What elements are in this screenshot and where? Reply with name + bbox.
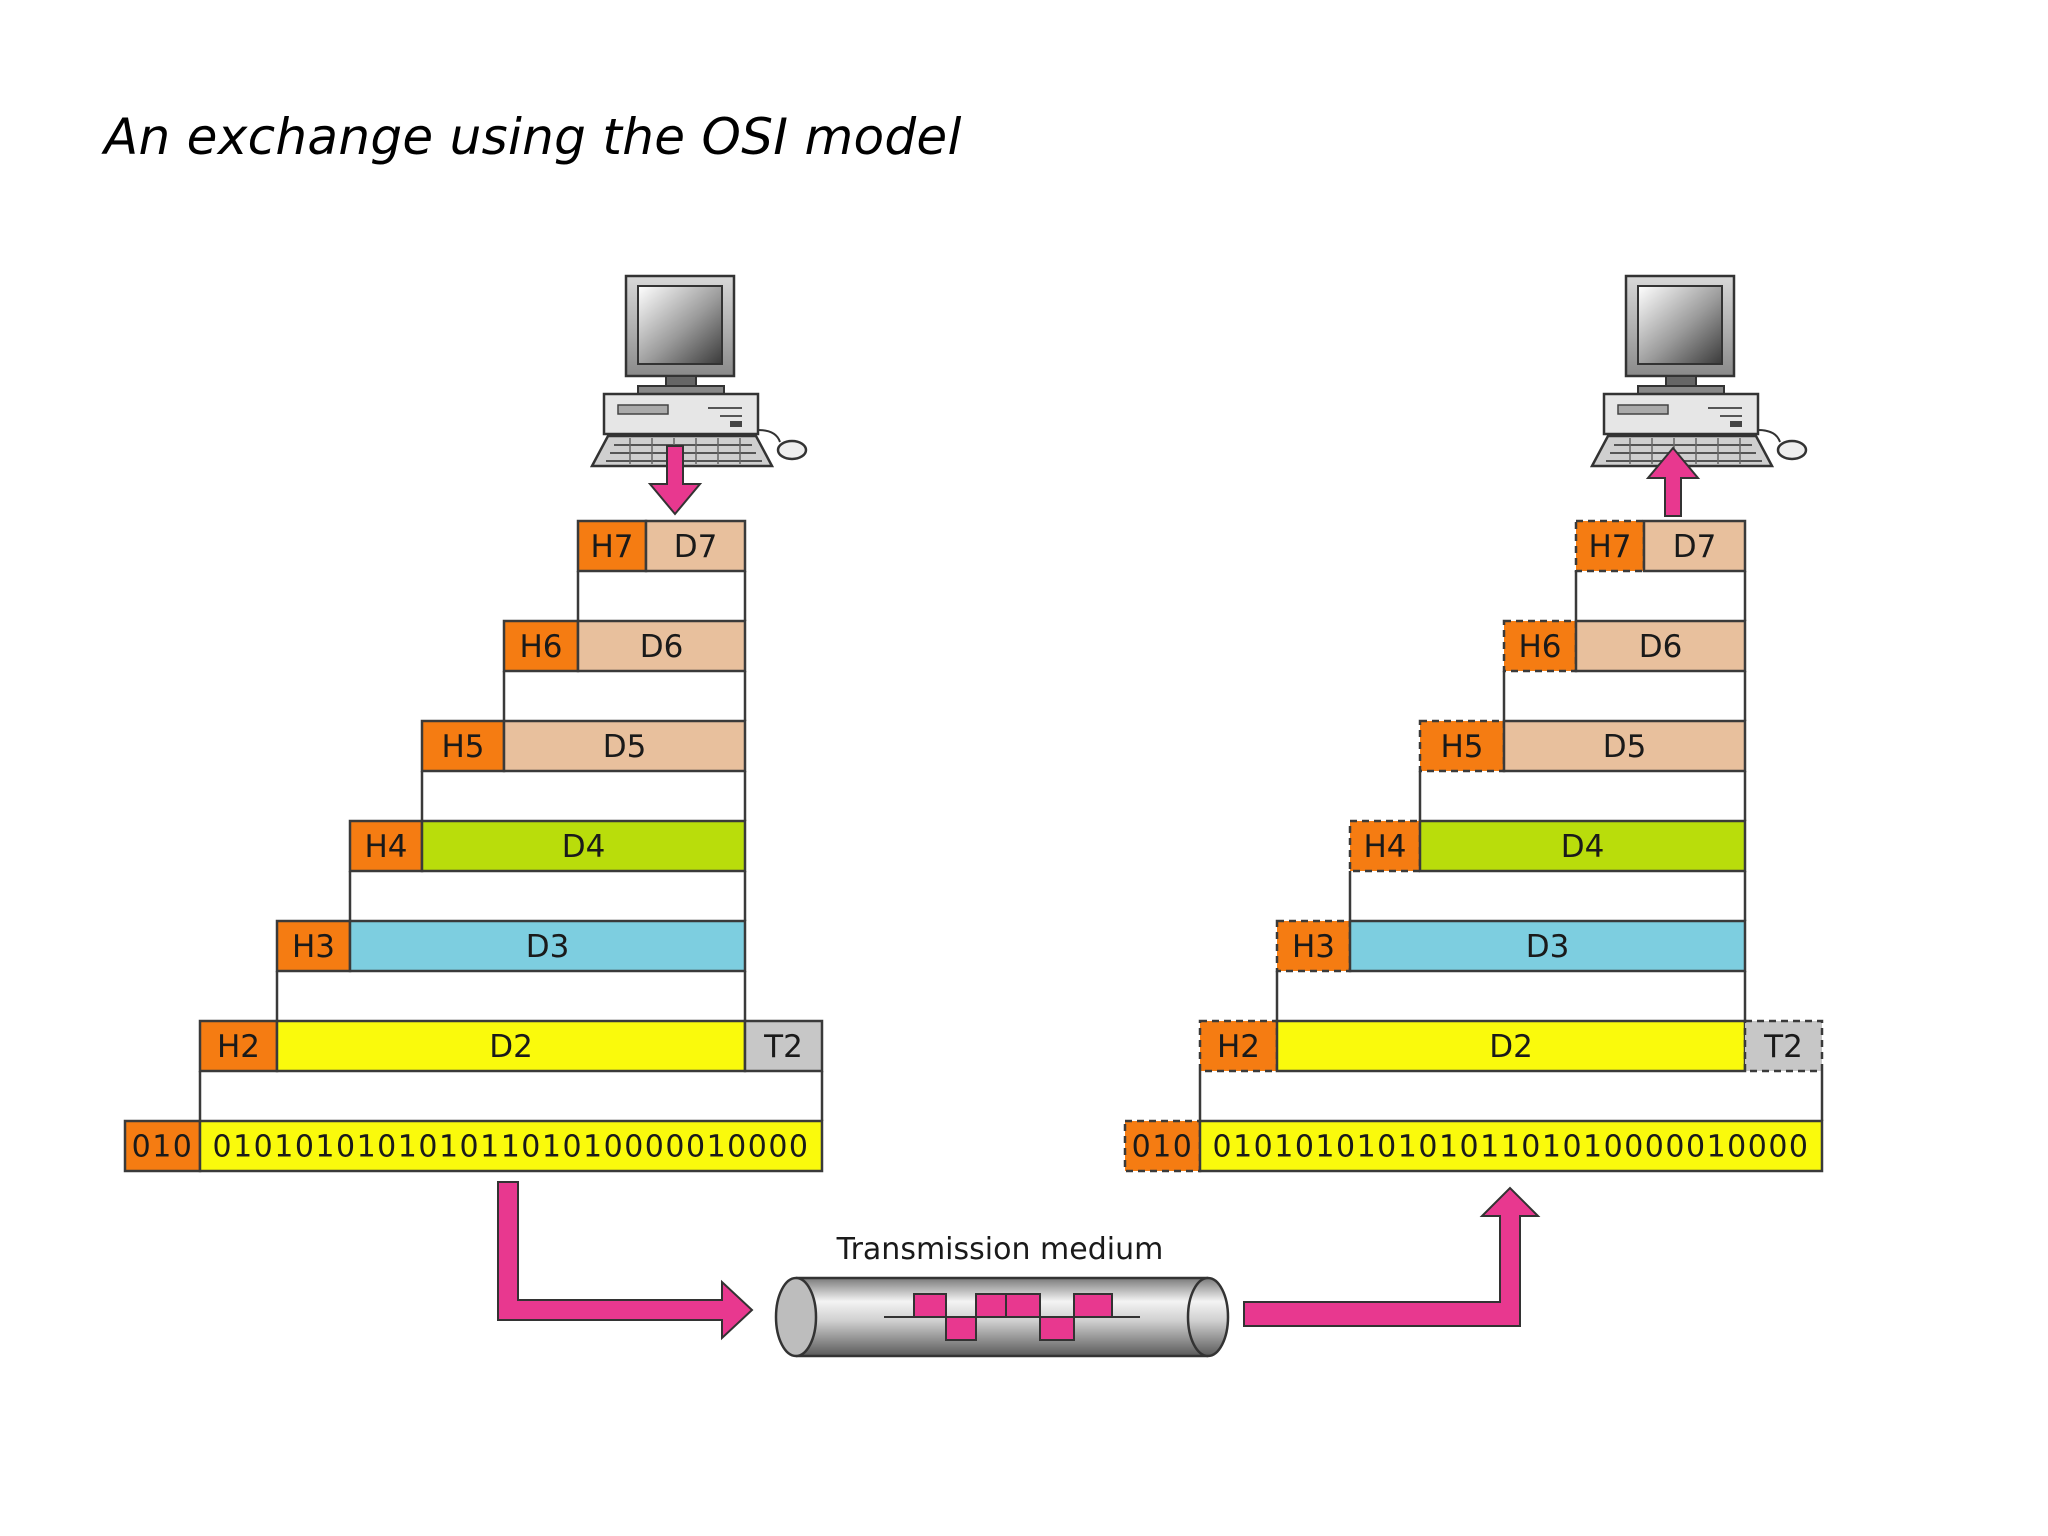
sender-bits-prefix bbox=[123, 1119, 202, 1173]
sender-data-d6 bbox=[576, 619, 747, 673]
sender-trailer-t2 bbox=[743, 1019, 824, 1073]
sender-data-label: D5 bbox=[603, 729, 647, 765]
medium-label: Transmission medium bbox=[836, 1232, 1164, 1267]
receiver-header-label: H5 bbox=[1440, 729, 1483, 765]
page-title: An exchange using the OSI model bbox=[104, 108, 962, 166]
sender-bits-prefix-label: 010 bbox=[132, 1130, 194, 1165]
sender-header-h2 bbox=[198, 1019, 279, 1073]
sender-data-label: D6 bbox=[640, 629, 684, 665]
sender-bits-label: 01010101010101101010000010000 bbox=[212, 1130, 809, 1165]
sender-header-h6 bbox=[502, 619, 580, 673]
sender-header-label: H7 bbox=[590, 529, 633, 565]
receiver-header-h6 bbox=[1502, 619, 1578, 673]
receiver-trailer-t2 bbox=[1743, 1019, 1824, 1073]
sender-data-d7 bbox=[644, 519, 747, 573]
sender-header-h4 bbox=[348, 819, 424, 873]
receiver-bits-field bbox=[1198, 1119, 1824, 1173]
sender-data-label: D4 bbox=[562, 829, 606, 865]
receiver-data-d7 bbox=[1642, 519, 1747, 573]
receiver-data-d6 bbox=[1574, 619, 1747, 673]
sender-data-label: D2 bbox=[489, 1029, 533, 1065]
medium-to-receiver-arrow bbox=[1243, 1186, 1541, 1327]
sender-header-label: H5 bbox=[441, 729, 484, 765]
sender-header-h7 bbox=[576, 519, 648, 573]
receiver-data-d4 bbox=[1418, 819, 1747, 873]
receiver-data-d3 bbox=[1348, 919, 1747, 973]
receiver-header-h7 bbox=[1574, 519, 1646, 573]
receiver-data-label: D4 bbox=[1561, 829, 1605, 865]
desktop-computer-icon bbox=[1589, 274, 1808, 468]
desktop-computer-icon bbox=[589, 274, 808, 468]
receive-up-arrow bbox=[1645, 446, 1701, 517]
sender-header-label: H2 bbox=[217, 1029, 260, 1065]
receiver-bits-label: 01010101010101101010000010000 bbox=[1212, 1130, 1809, 1165]
send-down-arrow bbox=[647, 445, 703, 516]
sender-header-label: H4 bbox=[364, 829, 407, 865]
receiver-header-h4 bbox=[1348, 819, 1422, 873]
sender-to-medium-arrow bbox=[497, 1181, 754, 1341]
receiver-data-label: D2 bbox=[1489, 1029, 1533, 1065]
transmission-cable-icon bbox=[774, 1276, 1230, 1358]
receiver-data-d2 bbox=[1275, 1019, 1747, 1073]
receiver-data-label: D7 bbox=[1673, 529, 1717, 565]
sender-data-d5 bbox=[502, 719, 747, 773]
receiver-header-h2 bbox=[1198, 1019, 1279, 1073]
receiver-data-label: D6 bbox=[1639, 629, 1683, 665]
receiver-header-label: H4 bbox=[1363, 829, 1406, 865]
sender-data-d4 bbox=[420, 819, 747, 873]
sender-data-label: D7 bbox=[674, 529, 718, 565]
sender-header-label: H3 bbox=[292, 929, 335, 965]
sender-header-label: H6 bbox=[519, 629, 562, 665]
sender-header-h3 bbox=[275, 919, 352, 973]
receiver-header-label: H7 bbox=[1588, 529, 1631, 565]
sender-trailer-label: T2 bbox=[763, 1029, 803, 1065]
receiver-header-label: H6 bbox=[1518, 629, 1561, 665]
receiver-trailer-label: T2 bbox=[1763, 1029, 1803, 1065]
receiver-data-label: D3 bbox=[1526, 929, 1570, 965]
sender-bits-field bbox=[198, 1119, 824, 1173]
receiver-data-d5 bbox=[1502, 719, 1747, 773]
sender-data-d3 bbox=[348, 919, 747, 973]
sender-data-d2 bbox=[275, 1019, 747, 1073]
receiver-bits-prefix-label: 010 bbox=[1132, 1130, 1194, 1165]
sender-header-h5 bbox=[420, 719, 506, 773]
receiver-data-label: D5 bbox=[1603, 729, 1647, 765]
sender-data-label: D3 bbox=[526, 929, 570, 965]
receiver-header-label: H3 bbox=[1292, 929, 1335, 965]
receiver-header-label: H2 bbox=[1217, 1029, 1260, 1065]
